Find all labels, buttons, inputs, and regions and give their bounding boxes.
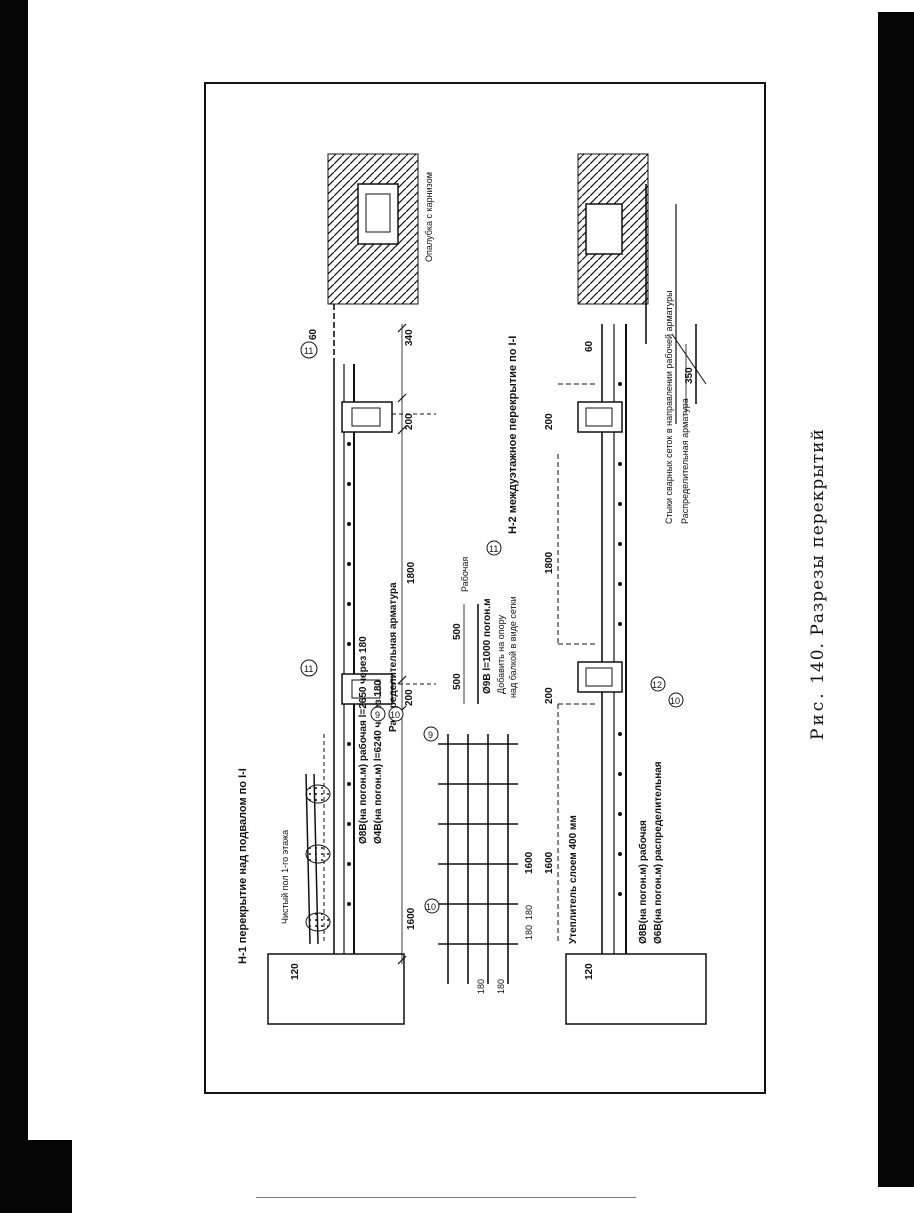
scan-line (256, 1197, 636, 1198)
support-note-1: Добавить на опору (496, 614, 506, 694)
scan-page-edge-right (878, 12, 914, 1187)
dim-wall: 120 (290, 963, 301, 980)
floor-sections-drawing: Н-1 перекрытие над подвалом по I-I Чисты… (237, 153, 707, 1025)
section-2-dim-span-mid: 1800 (544, 551, 555, 574)
mesh-marker-11: 11 (489, 544, 498, 554)
mesh-dim-180b: 180 (524, 925, 534, 940)
mesh-marker-10: 10 (426, 902, 436, 912)
dim-span-left: 1600 (406, 907, 417, 930)
marker-11a: 11 (304, 346, 313, 356)
section-2-rebar-working: Ø8В(на погон.м) рабочая (637, 820, 649, 944)
section-2-beam-1 (577, 661, 623, 693)
dim-right-2: 340 (404, 329, 415, 346)
section-2-dim-beam-1: 200 (544, 687, 555, 704)
mesh-dim-180a: 180 (524, 905, 534, 920)
mesh-marker-9: 9 (428, 730, 433, 740)
section-1-title: Н-1 перекрытие над подвалом по I-I (237, 768, 249, 964)
section-2-dim-beam-2: 200 (544, 413, 555, 430)
caption-prefix: Рис. (808, 690, 828, 740)
section-2-dim-overlap: 350 (684, 367, 695, 384)
figure-caption: Рис. 140. Разрезы перекрытий (808, 420, 828, 740)
distribution-rebar-note: Распределительная арматура (680, 398, 690, 524)
mesh-dim-length: 1600 (524, 851, 535, 874)
marker-9: 9 (375, 710, 380, 720)
floor-label: Чистый пол 1-го этажа (280, 830, 290, 924)
support-note-2: над балкой в виде сетки (508, 596, 518, 698)
mesh-rebar-support: Ø9В l=1000 погон.м (482, 599, 493, 695)
section-2-marker-10: 10 (670, 696, 680, 706)
marker-10: 10 (390, 710, 400, 720)
mesh-dim-500a: 500 (452, 673, 463, 690)
dim-beam-2: 200 (404, 413, 415, 430)
rebar-distribution-label: Ø4В(на погон.м) l=6240 через 180 (373, 680, 384, 844)
section-2-dim-right: 60 (584, 340, 595, 352)
mesh-detail: 9 10 1600 180 180 180 180 500 500 Ø9В l=… (423, 540, 535, 994)
dim-span-mid: 1800 (406, 561, 417, 584)
dim-beam-1: 200 (404, 689, 415, 706)
section-2-dim-span-left: 1600 (544, 851, 555, 874)
section-1-drawing: Н-1 перекрытие над подвалом по I-I Чисты… (237, 153, 436, 1025)
insulation-label: Утеплитель слоем 400 мм (568, 815, 579, 944)
caption-number: 140. (808, 642, 828, 684)
marker-11b: 11 (304, 664, 313, 674)
rebar-working-label: Ø8В(на погон.м) рабочая l=2650 через 180 (357, 636, 369, 844)
mesh-dim-500b: 500 (452, 623, 463, 640)
drawing-frame: Н-1 перекрытие над подвалом по I-I Чисты… (204, 82, 766, 1094)
dim-right-1: 60 (308, 328, 319, 340)
mesh-dim-180c: 180 (476, 979, 486, 994)
eave-label: Опалубка с карнизом (424, 172, 434, 262)
section-2-wall (565, 953, 707, 1025)
caption-title: Разрезы перекрытий (808, 428, 828, 636)
section-2-title: Н-2 междуэтажное перекрытие по I-I (507, 336, 519, 534)
section-2-marker-12: 12 (652, 680, 662, 690)
section-1-beam-1 (341, 673, 393, 705)
section-1-wall (267, 953, 405, 1025)
mesh-dim-180d: 180 (496, 979, 506, 994)
section-2-rebar-distribution: Ø6В(на погон.м) распределительная (653, 761, 664, 944)
scan-page-edge-left (0, 0, 72, 1213)
section-2-drawing: Н-2 междуэтажное перекрытие по I-I Утепл… (507, 153, 707, 1025)
section-2-dim-wall: 120 (584, 963, 595, 980)
working-label: Рабочая (460, 557, 470, 592)
section-1-beam-2 (341, 401, 393, 433)
mesh-joint-note: Стыки сварных сеток в направлении рабоче… (664, 290, 674, 524)
section-2-beam-2 (577, 401, 623, 433)
rebar-distribution-note: Распределительная арматура (388, 582, 399, 732)
